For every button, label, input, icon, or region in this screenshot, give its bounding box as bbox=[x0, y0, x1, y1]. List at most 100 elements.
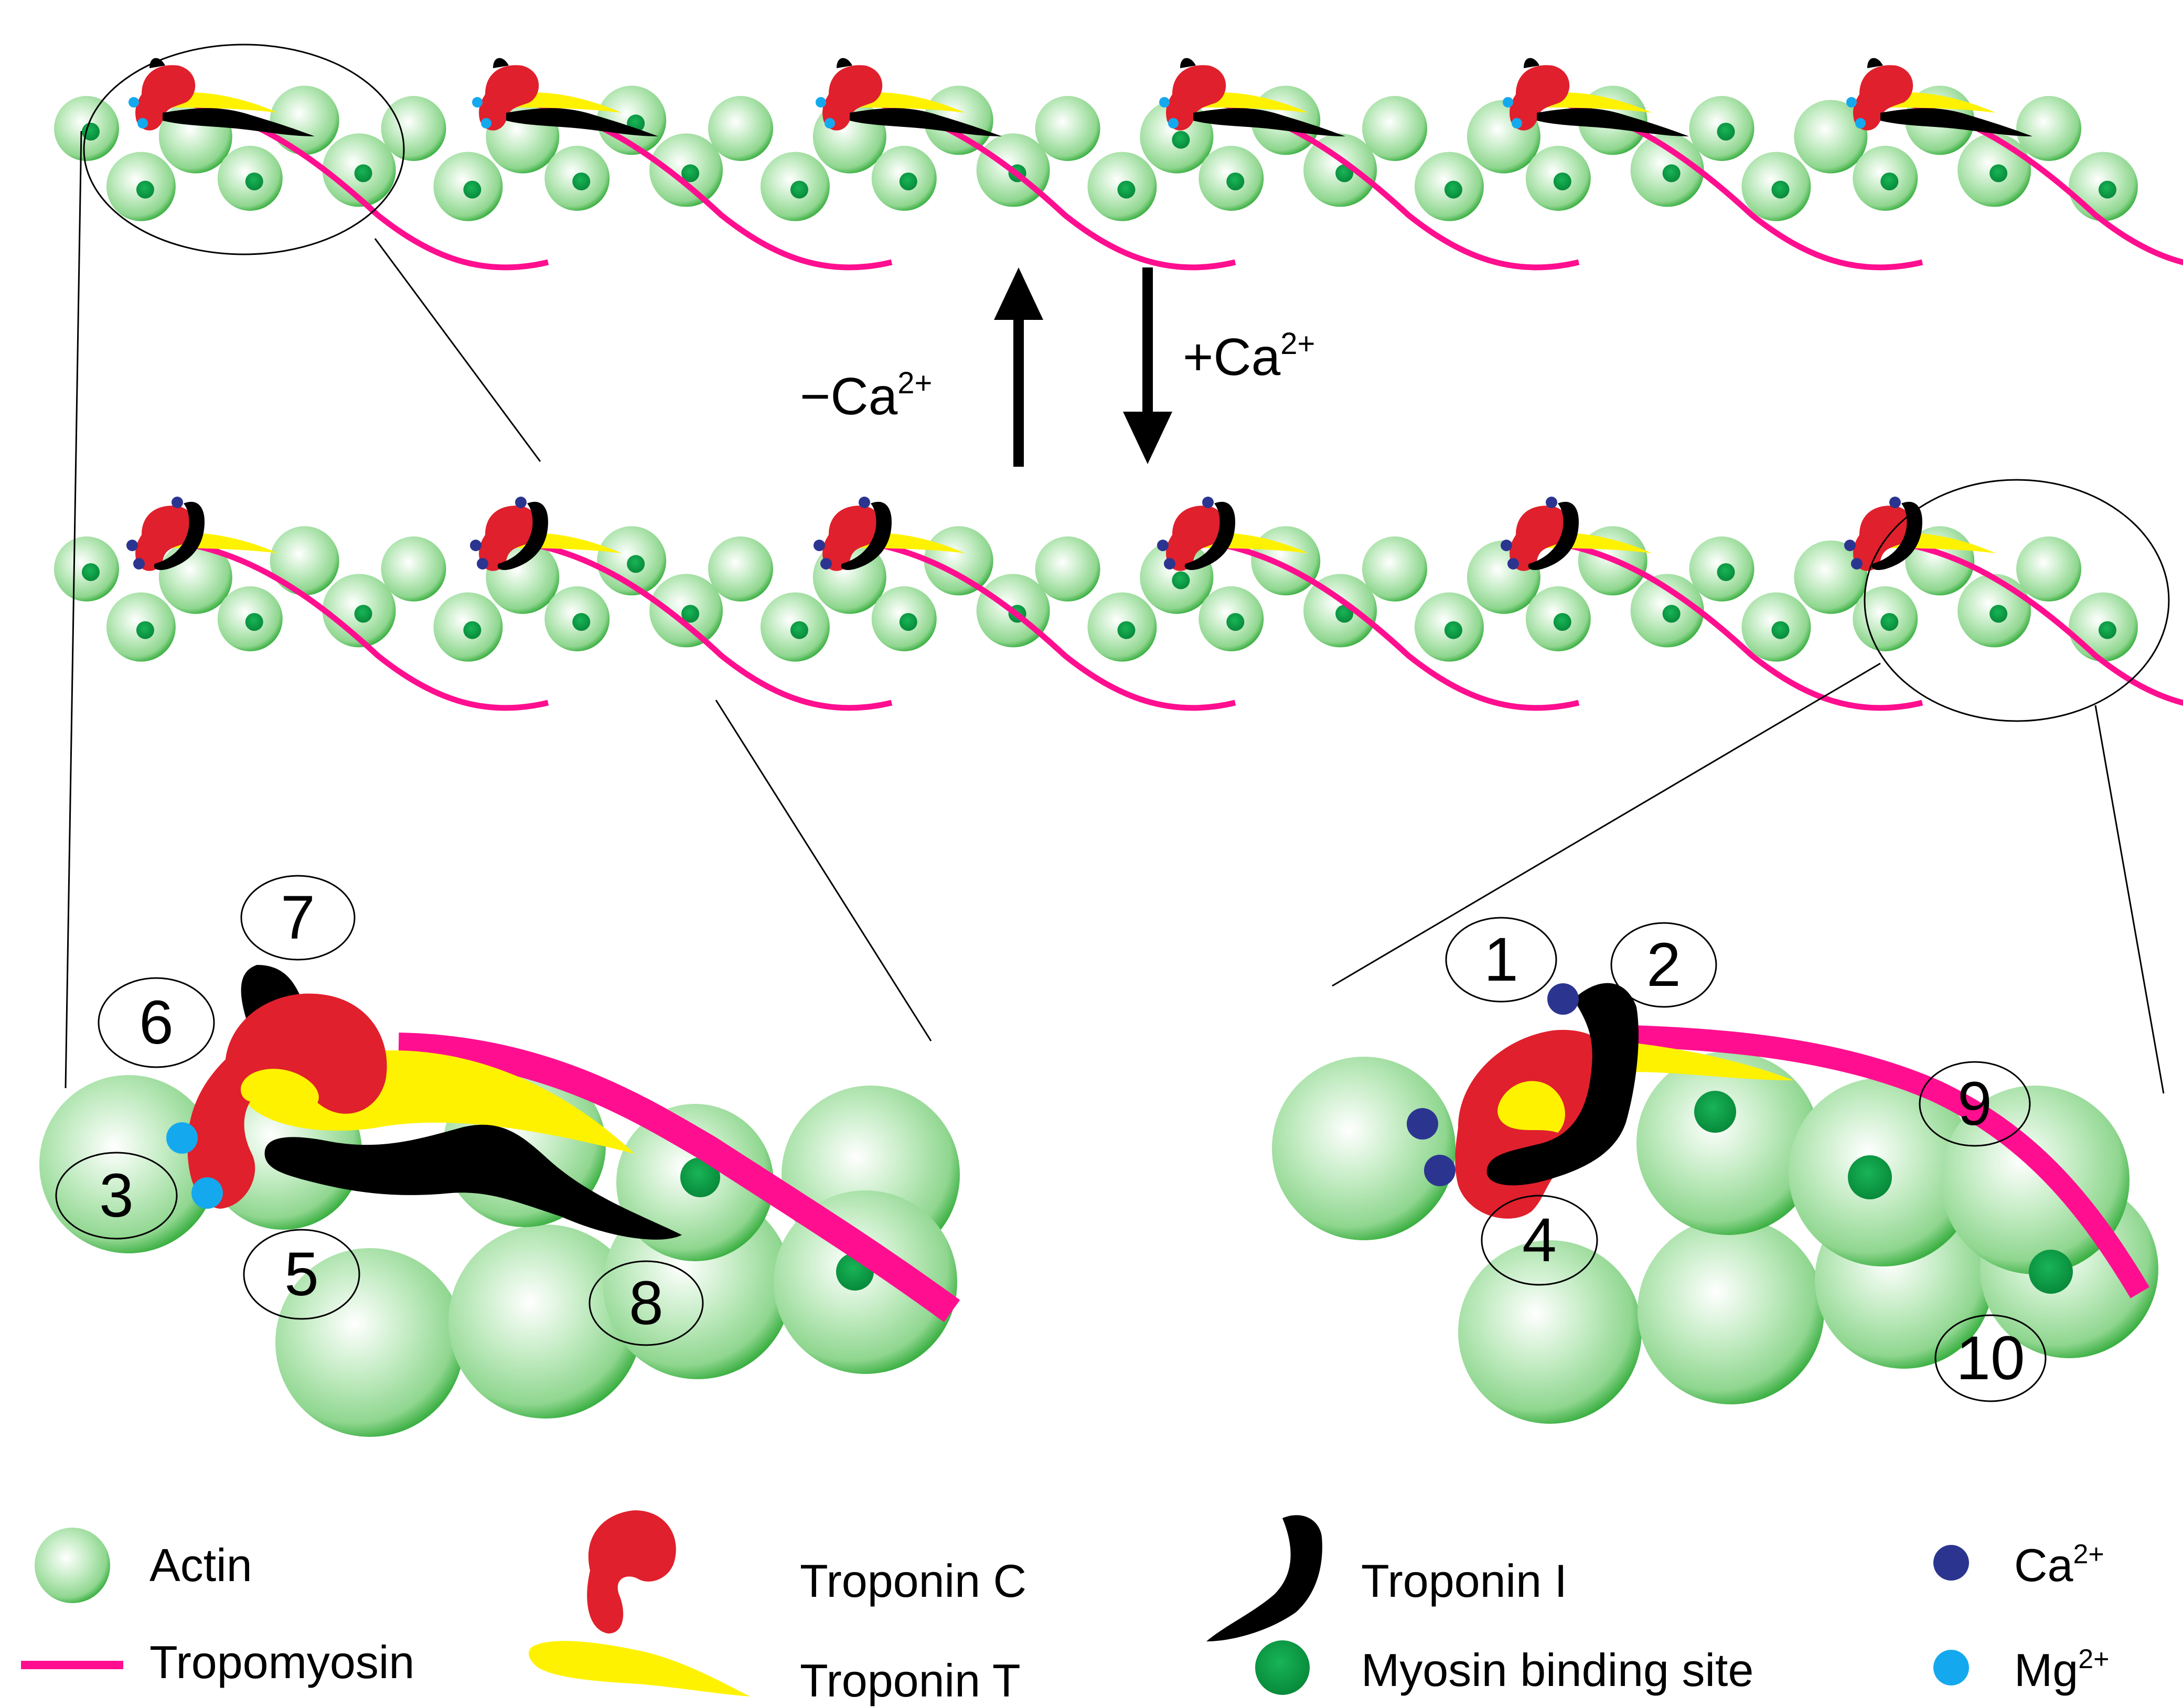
myosin-binding-site bbox=[1717, 563, 1735, 581]
tropomyosin-strand bbox=[844, 537, 1236, 711]
actin-monomer bbox=[381, 96, 446, 161]
troponin-c bbox=[1510, 65, 1570, 131]
legend-item-tropomyosin: Tropomyosin bbox=[21, 1636, 414, 1688]
myosin-binding-site bbox=[1226, 613, 1245, 631]
guide-line bbox=[1332, 662, 1881, 987]
myosin-binding-site bbox=[1335, 605, 1354, 623]
troponin-i bbox=[1867, 58, 1883, 68]
myosin-binding-site bbox=[1117, 180, 1136, 199]
mg-ion bbox=[825, 118, 835, 128]
myosin-binding-site bbox=[463, 621, 481, 639]
myosin-binding-site bbox=[1771, 621, 1790, 639]
mg-ion bbox=[472, 97, 483, 108]
callout-number: 4 bbox=[1522, 1206, 1557, 1275]
ca-swatch bbox=[1933, 1545, 1969, 1581]
myosin-binding-site bbox=[790, 621, 808, 639]
troponin-c bbox=[479, 65, 539, 131]
myosin-binding-site bbox=[1444, 180, 1462, 199]
troponin-i bbox=[1486, 983, 1639, 1186]
mg-ion bbox=[1512, 118, 1522, 128]
ca-ion bbox=[133, 558, 145, 570]
tropomyosin-strand bbox=[1531, 537, 1923, 711]
myosin-binding-site bbox=[899, 173, 917, 190]
troponin-i bbox=[497, 501, 548, 570]
myosin-binding-site bbox=[2099, 621, 2116, 639]
myosin-binding-site bbox=[245, 173, 263, 190]
troponin-i bbox=[1193, 108, 1345, 136]
troponin-c bbox=[1853, 506, 1913, 571]
troponin-c-swatch bbox=[587, 1510, 676, 1634]
tropomyosin-strand bbox=[500, 537, 893, 711]
actin-monomer bbox=[275, 1248, 464, 1437]
myosin-binding-site bbox=[1553, 613, 1571, 631]
troponin-i bbox=[264, 1124, 682, 1240]
actin-monomer bbox=[924, 85, 993, 155]
troponin-i bbox=[154, 501, 205, 570]
actin-monomer bbox=[448, 1224, 643, 1419]
zoom-blocked-state bbox=[39, 965, 960, 1437]
callout-number: 9 bbox=[1957, 1069, 1992, 1138]
ca-ion bbox=[1202, 497, 1214, 508]
legend-item-troponin-t: Troponin T bbox=[529, 1641, 1021, 1706]
callout-5: 5 bbox=[243, 1229, 360, 1320]
callout-ring bbox=[243, 1229, 360, 1320]
zoom-ellipse-right bbox=[1864, 479, 2170, 722]
troponin-c bbox=[479, 506, 539, 571]
callout-7: 7 bbox=[240, 875, 356, 961]
guide-line bbox=[715, 700, 932, 1041]
troponin-i bbox=[1871, 501, 1922, 570]
callout-number: 3 bbox=[99, 1161, 134, 1230]
troponin-i bbox=[837, 58, 852, 68]
ca-ion bbox=[477, 558, 488, 570]
myosin-binding-site bbox=[2099, 180, 2116, 199]
callout-3: 3 bbox=[55, 1152, 178, 1240]
legend-label: Troponin C bbox=[800, 1555, 1026, 1607]
callout-number: 6 bbox=[139, 988, 174, 1057]
actin-monomer bbox=[708, 96, 774, 161]
myosin-binding-site bbox=[681, 605, 700, 623]
actin-cluster bbox=[1272, 1051, 2158, 1424]
troponin-c bbox=[822, 65, 883, 131]
troponin-c bbox=[1853, 65, 1913, 131]
arrow-up bbox=[994, 267, 1043, 467]
myosin-binding-site bbox=[1717, 123, 1735, 141]
myosin-binding-site bbox=[1848, 1155, 1892, 1199]
mg-swatch bbox=[1933, 1650, 1969, 1685]
ca-ion bbox=[1851, 558, 1863, 570]
troponin-t bbox=[1615, 1041, 1794, 1080]
callout-ring bbox=[1445, 917, 1557, 1003]
myosin-binding-site bbox=[1444, 621, 1462, 639]
myosin-binding-site bbox=[680, 1157, 720, 1197]
legend-label: Myosin binding site bbox=[1361, 1644, 1753, 1696]
myosin-binding-site bbox=[136, 180, 154, 199]
filament-open-state bbox=[54, 497, 2183, 711]
troponin-i bbox=[1524, 58, 1539, 68]
mg-ion bbox=[816, 97, 826, 108]
myosin-binding-site bbox=[463, 180, 481, 199]
callout-ring bbox=[588, 1260, 704, 1346]
ca-ion bbox=[1164, 558, 1175, 570]
myosin-binding-site bbox=[1172, 571, 1190, 589]
legend-item-myosin-site: Myosin binding site bbox=[1255, 1640, 1753, 1696]
mg-ion bbox=[191, 1177, 223, 1209]
legend-label: Mg2+ bbox=[2014, 1644, 2110, 1696]
zoom-guides bbox=[65, 44, 2170, 1094]
legend-label: Troponin I bbox=[1361, 1555, 1567, 1607]
myosin-binding-site bbox=[354, 605, 372, 623]
mg-ion bbox=[129, 97, 139, 108]
actin-monomer bbox=[381, 536, 446, 601]
guide-line bbox=[65, 131, 82, 1089]
actin-monomer bbox=[1272, 1057, 1456, 1240]
legend-item-calcium: Ca2+ bbox=[1933, 1539, 2104, 1591]
ca-ion bbox=[859, 497, 870, 508]
callout-number: 1 bbox=[1484, 925, 1518, 994]
troponin-i bbox=[506, 108, 658, 136]
legend-label: Tropomyosin bbox=[149, 1636, 414, 1688]
tropomyosin-swatch bbox=[21, 1661, 123, 1669]
myosin-binding-site bbox=[82, 563, 100, 581]
legend-item-troponin-c: Troponin C bbox=[587, 1510, 1026, 1634]
ca-ion bbox=[126, 540, 138, 551]
troponin-i bbox=[850, 108, 1002, 136]
